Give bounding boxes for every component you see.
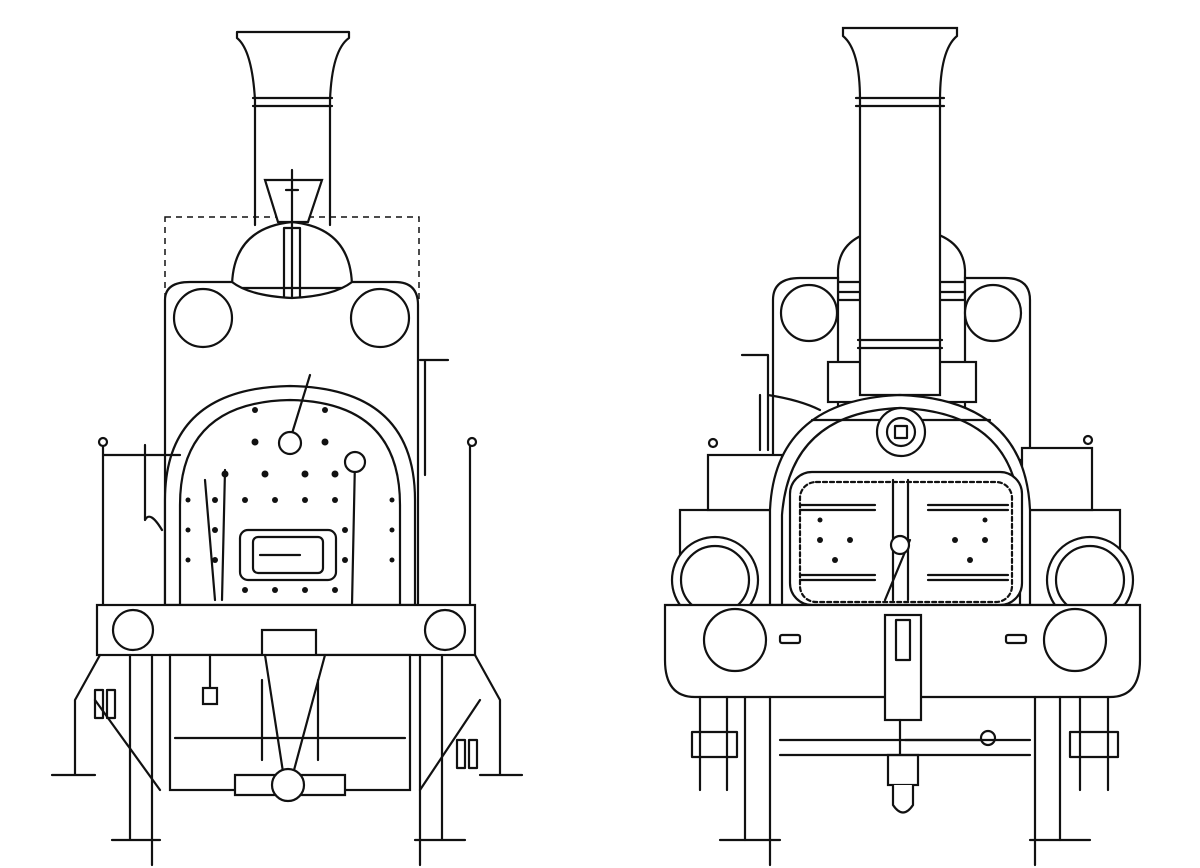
left-rivets <box>185 407 395 593</box>
right-headlamp <box>875 406 927 458</box>
left-spectacle-window <box>349 287 411 349</box>
left-buffer <box>111 608 155 652</box>
left-firebox <box>163 373 417 607</box>
right-buffer <box>702 607 768 673</box>
right-frames <box>690 695 1120 867</box>
left-chimney <box>235 30 351 227</box>
left-side-rails <box>97 358 478 607</box>
left-lower-frame <box>50 653 524 867</box>
left-spectacle-window <box>172 287 234 349</box>
right-spectacle-window <box>963 283 1023 343</box>
left-buffer <box>423 608 467 652</box>
left-coupling-box <box>260 628 318 660</box>
left-locomotive <box>50 30 524 867</box>
right-buffer <box>1042 607 1108 673</box>
right-rivets <box>817 517 988 563</box>
left-coupling-hub <box>270 767 306 803</box>
right-chimney <box>841 26 959 397</box>
right-smokebox <box>768 393 1032 607</box>
right-spectacle-window <box>779 283 839 343</box>
right-locomotive <box>663 26 1142 867</box>
